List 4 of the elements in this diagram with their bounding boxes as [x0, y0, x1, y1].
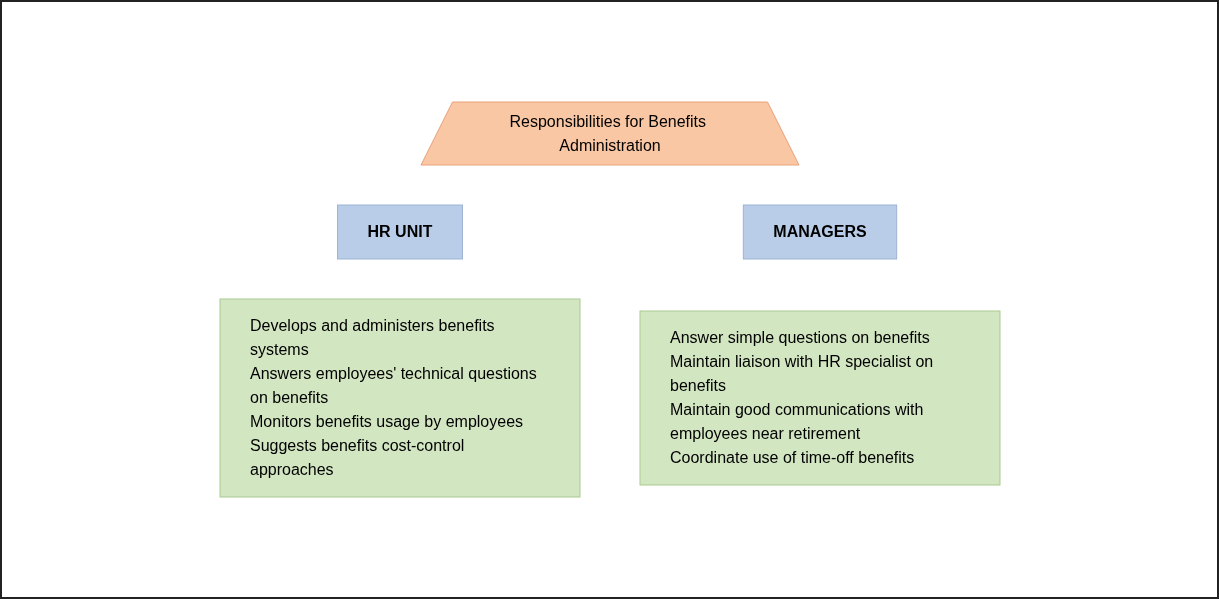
- node-box: Answer simple questions on benefits Maintain liaison with HR specialist on benefits Maintain good communications with employees near retirement Coordinate use of time-off benefits: [639, 310, 1000, 486]
- node-box: Develops and administers benefits systems Answers employees' technical questions on benefits Monitors benefits usage by employees Suggests benefits cost-control approaches: [219, 298, 580, 498]
- node-box: HR UNIT: [336, 204, 463, 260]
- node-box: MANAGERS: [742, 204, 897, 260]
